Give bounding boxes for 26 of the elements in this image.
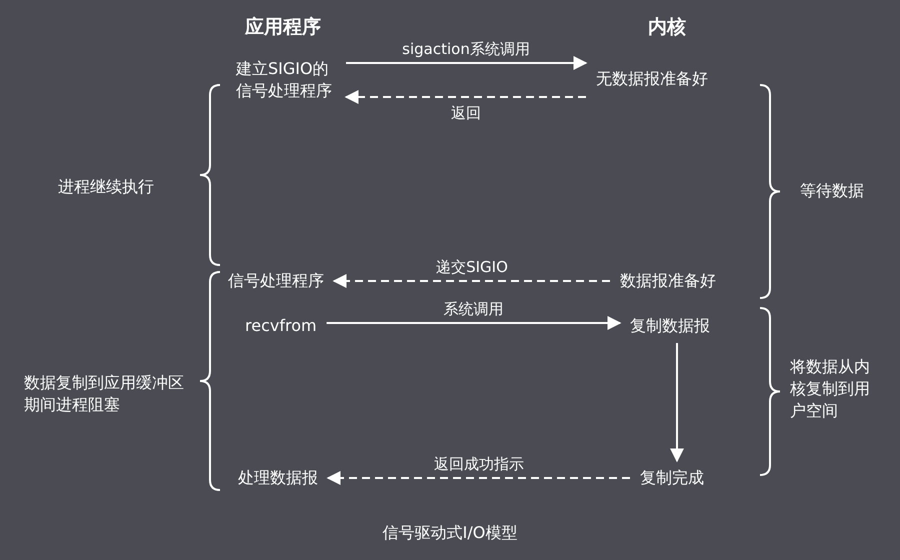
step-text: 复制数据报 [630,315,710,337]
column-heading: 应用程序 [245,16,321,38]
step-text: 处理数据报 [238,467,318,489]
arrow [326,316,622,330]
arrow [344,90,586,104]
step-text: recvfrom [245,315,317,337]
arrow [326,471,630,485]
edge-label: 系统调用 [442,299,504,319]
edge-label: sigaction系统调用 [401,39,531,59]
step-text: 建立SIGIO的信号处理程序 [236,58,336,102]
caption: 信号驱动式I/O模型 [382,522,518,544]
step-text: 复制完成 [640,467,704,489]
phase-note: 将数据从内核复制到用户空间 [790,356,871,422]
arrow [346,56,588,70]
phase-note: 进程继续执行 [58,176,154,198]
arrow [670,343,684,462]
step-text: 无数据报准备好 [596,68,708,90]
edge-label: 返回 [450,103,482,123]
step-text: 数据报准备好 [620,270,716,292]
phase-note: 数据复制到应用缓冲区期间进程阻塞 [24,372,184,416]
column-heading: 内核 [648,16,686,38]
phase-note: 等待数据 [800,180,864,202]
arrow [332,274,610,288]
edge-label: 返回成功指示 [433,454,525,474]
step-text: 信号处理程序 [228,270,324,292]
edge-label: 递交SIGIO [435,257,509,277]
